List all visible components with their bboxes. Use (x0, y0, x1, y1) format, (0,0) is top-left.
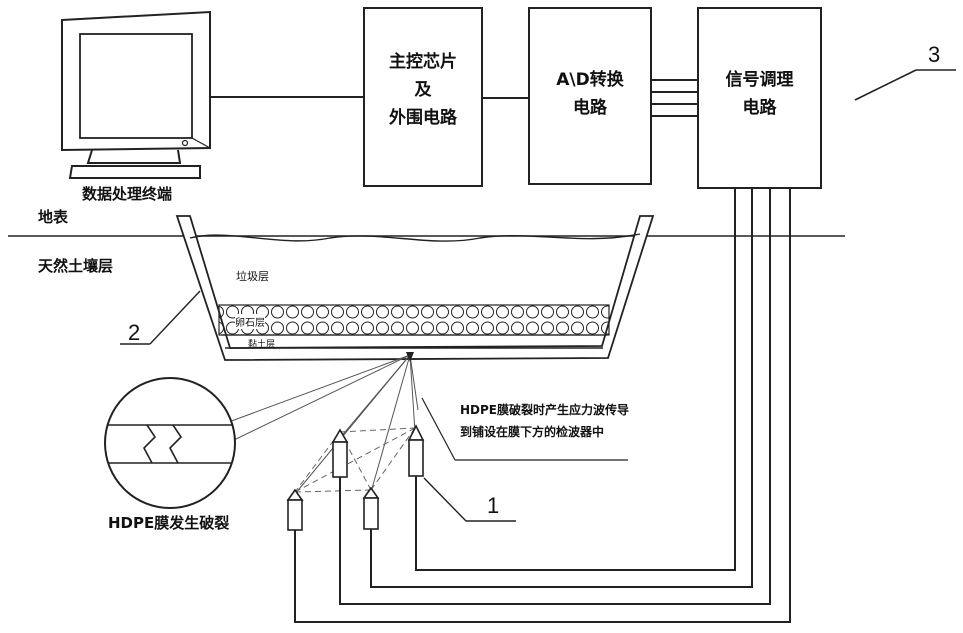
garbage-layer-label: 垃圾层 (236, 268, 269, 284)
clay-layer-label: 黏土层 (248, 337, 275, 350)
terminal-label: 数据处理终端 (82, 183, 172, 204)
bus-adc-signal (651, 80, 698, 116)
gravel-layer-label: 卵石层 (235, 314, 265, 329)
membrane-break-label: HDPE膜发生破裂 (108, 512, 229, 533)
geophone-sensor (364, 488, 378, 529)
stress-wave-annotation: HDPE膜破裂时产生应力波传导 到铺设在膜下方的检波器中 (460, 399, 629, 443)
callout-3-leader (855, 70, 916, 100)
sensor-web-lines (295, 428, 415, 492)
callout-1-leader (424, 478, 466, 521)
callout-1: 1 (487, 493, 499, 519)
adc-label: A\D转换 电路 (529, 66, 651, 122)
ground-surface-label: 地表 (38, 206, 68, 227)
callout-2-leader (150, 291, 200, 344)
geophone-sensor (333, 430, 347, 477)
geophone-sensor (409, 426, 423, 476)
callout-2: 2 (128, 320, 140, 346)
signal-conditioning-label: 信号调理 电路 (698, 66, 821, 122)
stress-wave-lines (226, 355, 418, 494)
main-chip-label: 主控芯片 及 外围电路 (364, 48, 482, 132)
gravel-layer (219, 305, 609, 335)
callout-3: 3 (928, 42, 940, 68)
membrane-break-magnifier (105, 378, 235, 508)
computer-icon (62, 12, 210, 178)
natural-soil-label: 天然土壤层 (38, 255, 113, 276)
geophone-sensor (288, 490, 302, 530)
